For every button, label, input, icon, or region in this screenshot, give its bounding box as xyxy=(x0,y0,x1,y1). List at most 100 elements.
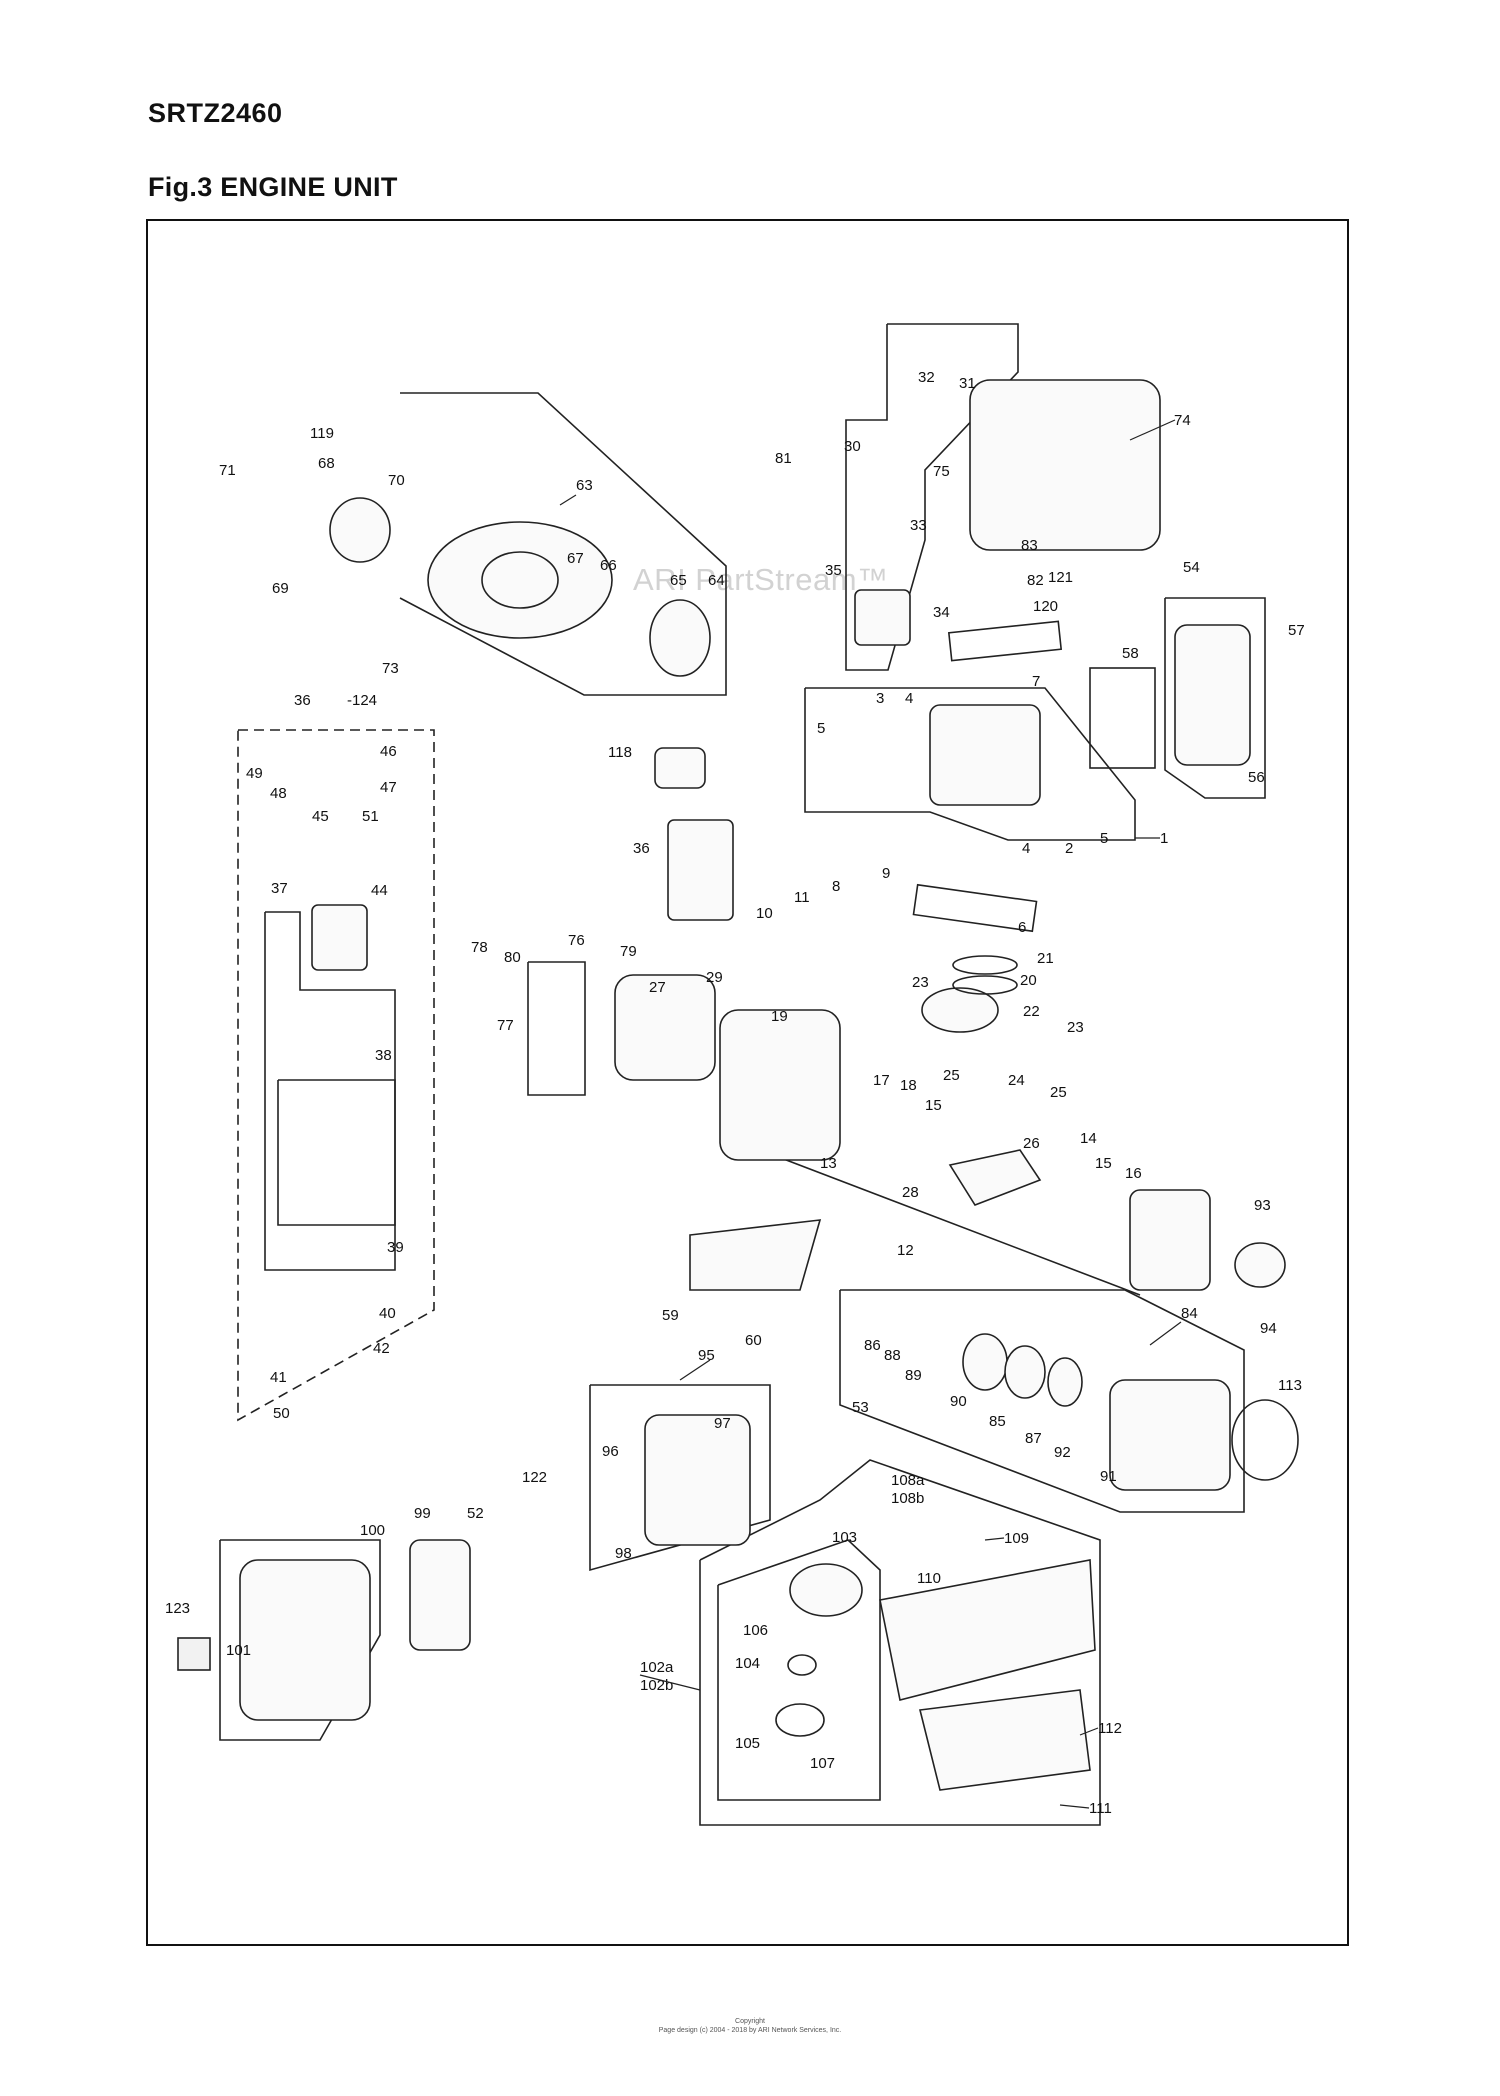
callout-79: 79 xyxy=(620,943,637,960)
callout-107: 107 xyxy=(810,1755,835,1772)
callout-21: 21 xyxy=(1037,950,1054,967)
callout-80: 80 xyxy=(504,949,521,966)
callout-4: 4 xyxy=(1022,840,1030,857)
callout-58: 58 xyxy=(1122,645,1139,662)
callout-74: 74 xyxy=(1174,412,1191,429)
callout-68: 68 xyxy=(318,455,335,472)
recoil-housing-84 xyxy=(1109,1379,1231,1491)
callout-57: 57 xyxy=(1288,622,1305,639)
heat-insulator-58 xyxy=(1089,667,1156,769)
callout-120: 120 xyxy=(1033,598,1058,615)
callout-67: 67 xyxy=(567,550,584,567)
callout-112: 112 xyxy=(1098,1720,1122,1737)
group-outline-37 xyxy=(264,911,396,1271)
callout-108b: 108b xyxy=(891,1490,924,1507)
starter-rope-113 xyxy=(1231,1399,1299,1481)
callout-3: 3 xyxy=(876,690,884,707)
callout-52: 52 xyxy=(467,1505,484,1522)
callout-5: 5 xyxy=(817,720,825,737)
muffler-54 xyxy=(1174,624,1251,766)
callout-42: 42 xyxy=(373,1340,390,1357)
callout-81: 81 xyxy=(775,450,792,467)
callout-92: 92 xyxy=(1054,1444,1071,1461)
callout-8: 8 xyxy=(832,878,840,895)
callout-66: 66 xyxy=(600,557,617,574)
ignition-coil-30 xyxy=(854,589,911,646)
callout-102a: 102a xyxy=(640,1659,674,1676)
gasket-6 xyxy=(912,883,1038,933)
callout-11: 11 xyxy=(794,889,810,906)
callout-60: 60 xyxy=(745,1332,762,1349)
callout-94: 94 xyxy=(1260,1320,1277,1337)
callout-82: 82 xyxy=(1027,572,1044,589)
callout-22: 22 xyxy=(1023,1003,1040,1020)
group-outline-38 xyxy=(277,1079,396,1226)
callout-18: 18 xyxy=(900,1077,917,1094)
callout-76: 76 xyxy=(568,932,585,949)
callout-25: 25 xyxy=(1050,1084,1067,1101)
filter-118 xyxy=(654,747,706,789)
callout-47: 47 xyxy=(380,779,397,796)
callout-28: 28 xyxy=(902,1184,919,1201)
filter-99 xyxy=(409,1539,471,1651)
callout-31: 31 xyxy=(959,375,976,392)
callout-25: 25 xyxy=(943,1067,960,1084)
callout-88: 88 xyxy=(884,1347,901,1364)
callout-119: 119 xyxy=(310,425,334,442)
crankcase-half xyxy=(719,1009,841,1161)
callout-98: 98 xyxy=(615,1545,632,1562)
callout-104: 104 xyxy=(735,1655,760,1672)
piston-20 xyxy=(921,987,999,1033)
group-outline-36 xyxy=(237,729,435,1422)
callout-36: 36 xyxy=(294,692,311,709)
label-123 xyxy=(177,1637,211,1671)
callout-90: 90 xyxy=(950,1393,967,1410)
callout-26: 26 xyxy=(1023,1135,1040,1152)
group-outline-54 xyxy=(1164,597,1266,799)
callout-124: -124 xyxy=(347,692,377,709)
cylinder-8 xyxy=(929,704,1041,806)
crankcase-cover-93 xyxy=(1129,1189,1211,1291)
carburetor-parts-44 xyxy=(311,904,368,971)
fuel-cap-103 xyxy=(789,1563,863,1617)
callout-33: 33 xyxy=(910,517,927,534)
group-outline-63 xyxy=(399,392,727,696)
callout-101: 101 xyxy=(226,1642,251,1659)
callout-12: 12 xyxy=(897,1242,914,1259)
clutch-housing-63 xyxy=(427,521,613,639)
callout-27: 27 xyxy=(649,979,666,996)
callout-4: 4 xyxy=(905,690,913,707)
gasket-120 xyxy=(947,620,1063,662)
callout-123: 123 xyxy=(165,1600,190,1617)
diagram-frame xyxy=(146,219,1349,1946)
callout-109: 109 xyxy=(1004,1530,1029,1547)
carburetor-36 xyxy=(667,819,734,921)
callout-85: 85 xyxy=(989,1413,1006,1430)
callout-56: 56 xyxy=(1248,769,1265,786)
callout-110: 110 xyxy=(917,1570,941,1587)
callout-53: 53 xyxy=(852,1399,869,1416)
callout-121: 121 xyxy=(1048,569,1073,586)
callout-69: 69 xyxy=(272,580,289,597)
callout-95: 95 xyxy=(698,1347,715,1364)
callout-15: 15 xyxy=(1095,1155,1112,1172)
crankcase-29 xyxy=(614,974,716,1081)
callout-97: 97 xyxy=(714,1415,731,1432)
callout-96: 96 xyxy=(602,1443,619,1460)
callout-32: 32 xyxy=(918,369,935,386)
callout-5: 5 xyxy=(1100,830,1108,847)
callout-10: 10 xyxy=(756,905,773,922)
callout-48: 48 xyxy=(270,785,287,802)
air-cleaner-base-95 xyxy=(644,1414,751,1546)
callout-38: 38 xyxy=(375,1047,392,1064)
air-cleaner-cover-100 xyxy=(239,1559,371,1721)
callout-46: 46 xyxy=(380,743,397,760)
callout-93: 93 xyxy=(1254,1197,1271,1214)
figure-title: Fig.3 ENGINE UNIT xyxy=(148,172,398,202)
callout-6: 6 xyxy=(1018,919,1026,936)
callout-118: 118 xyxy=(608,744,632,761)
callout-103: 103 xyxy=(832,1529,857,1546)
callout-16: 16 xyxy=(1125,1165,1142,1182)
copyright-line2: Page design (c) 2004 - 2018 by ARI Netwo… xyxy=(658,2027,842,2034)
